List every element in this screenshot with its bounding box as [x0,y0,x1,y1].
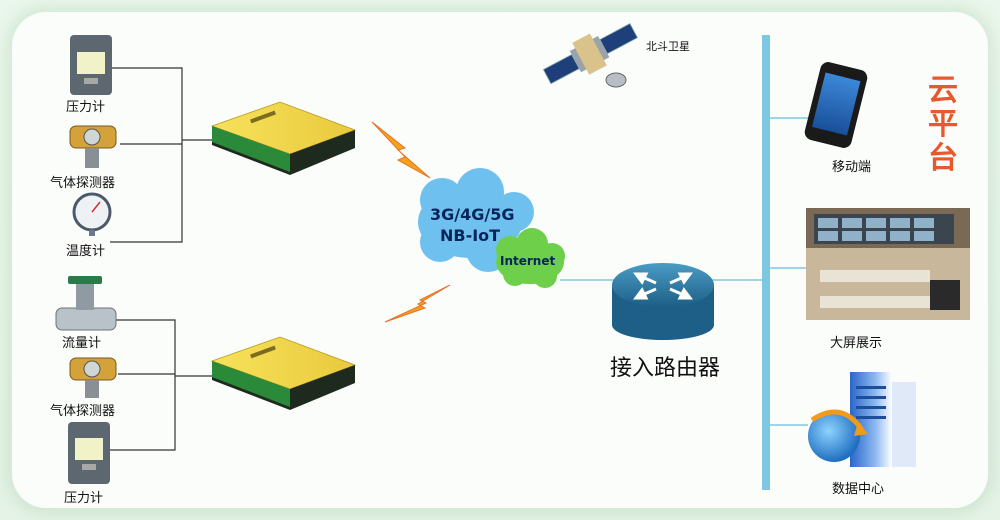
gas-detector-icon [69,357,117,398]
sensor-label-pressure-2: 压力计 [64,491,104,506]
gas-detector-icon [69,125,117,168]
wireless-signal-icon [371,121,431,179]
pressure-gauge-icon [70,35,112,95]
endpoint-label-datacenter: 数据中心 [832,482,885,497]
flowmeter-icon [55,276,117,331]
mobile-network-cloud [418,168,534,272]
sensor-label-temp-1: 温度计 [66,244,106,259]
internet-label: Internet [500,254,556,268]
dtu-device-2 [210,336,357,410]
control-room-image [806,208,970,320]
satellite-icon [542,23,638,88]
wiring-group-1 [110,67,215,243]
router-label: 接入路由器 [610,356,721,381]
cloud-platform-char: 平 [928,107,958,142]
bus-branch-lines [770,117,808,426]
dtu-device-1 [210,101,357,175]
network-type-label: 3G/4G/5G [430,205,515,224]
sensor-label-flow-2: 流量计 [62,336,102,351]
router-icon [612,263,714,340]
server-globe-icon [808,372,916,467]
thermometer-icon [72,192,112,236]
pressure-gauge-icon [68,422,110,484]
endpoint-label-bigscreen: 大屏展示 [830,336,883,351]
network-nbiot-label: NB-IoT [440,226,501,245]
cloud-platform-title: 云 平 台 [926,74,960,176]
wiring-group-2 [110,319,215,451]
sensor-label-gas-1: 气体探测器 [50,176,116,191]
smartphone-icon [804,62,868,148]
internet-cloud [496,228,565,288]
cloud-platform-bus [762,35,770,490]
wireless-signal-icon [384,284,451,323]
cloud-platform-char: 云 [928,73,958,108]
sensor-label-gas-2: 气体探测器 [50,404,116,419]
endpoint-label-mobile: 移动端 [832,160,872,175]
cloud-platform-char: 台 [928,141,958,176]
satellite-label: 北斗卫星 [646,40,690,53]
sensor-label-pressure-1: 压力计 [66,100,106,115]
